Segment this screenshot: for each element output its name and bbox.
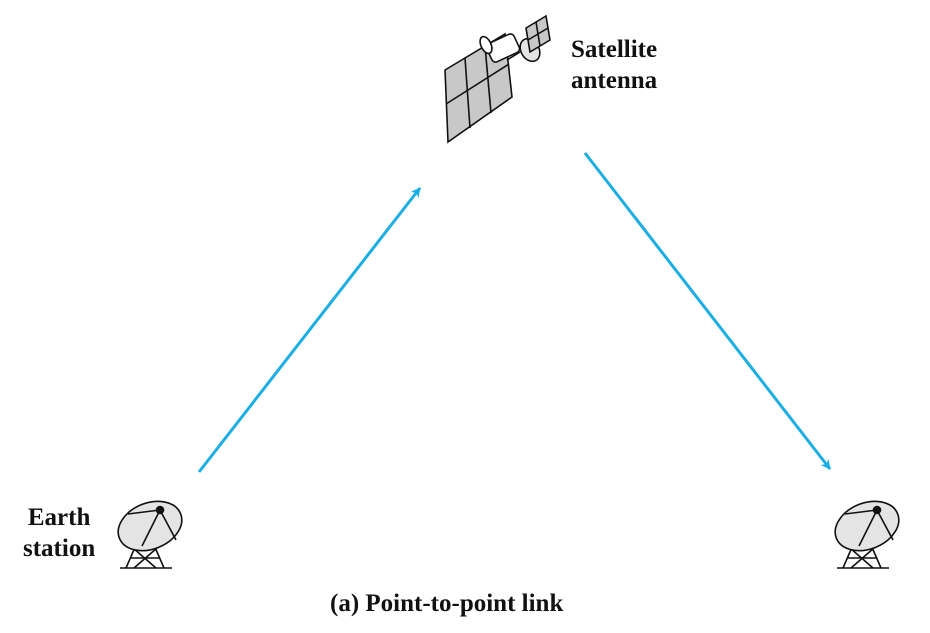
downlink-arrow <box>583 152 832 470</box>
satellite-icon <box>444 14 551 144</box>
earth-station-label-line1: Earth <box>27 504 91 531</box>
satellite-antenna-label-line1: Satellite <box>571 36 658 63</box>
satellite-dish-icon <box>117 500 183 569</box>
satellite-antenna-label: Satellite antenna <box>571 34 657 96</box>
earth-station-label: Earth station <box>23 502 95 564</box>
uplink-arrow <box>197 187 422 473</box>
diagram-caption: (a) Point-to-point link <box>330 590 564 617</box>
satellite-dish-icon <box>834 500 900 569</box>
earth-station-label-line2: station <box>23 535 96 562</box>
satellite-antenna-label-line2: antenna <box>571 67 658 94</box>
